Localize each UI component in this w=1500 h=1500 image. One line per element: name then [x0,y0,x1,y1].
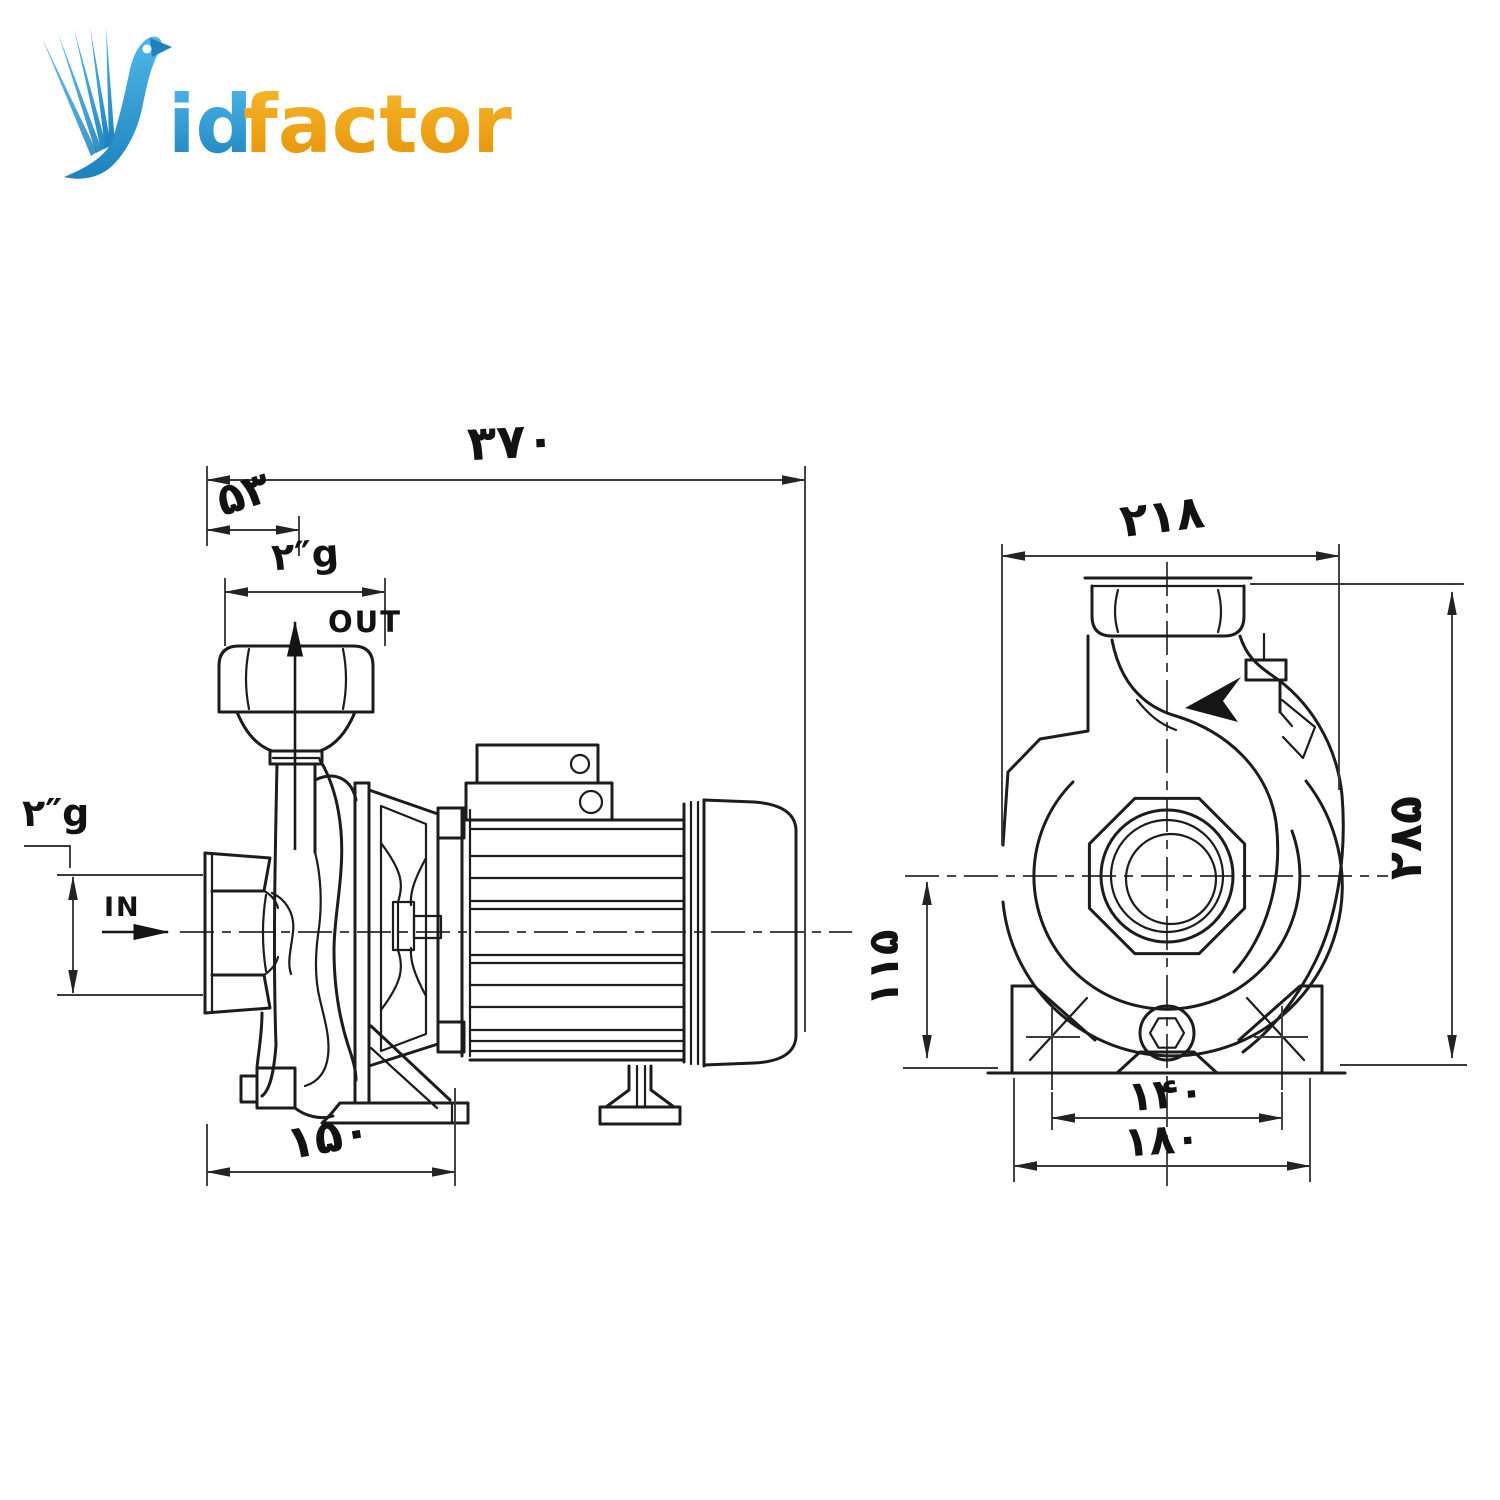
motor-side [460,743,798,1126]
foot-front-right [1237,984,1324,1090]
logo-text-factor: factor [243,78,512,171]
logo: id factor [42,27,512,179]
out-label: OUT [328,605,402,639]
outlet-flow: OUT [286,605,402,850]
motor-fins [468,818,686,1062]
motor-foot-side [598,1064,682,1126]
dim-140-label: ۱۴۰ [1125,1066,1206,1122]
dimension-overall-height: ۲۸۵ [1250,583,1464,1059]
casing-front [1001,779,1344,1058]
terminal-box-hole-lower [578,789,604,815]
terminal-box-lower [464,781,614,822]
motor-collar [682,798,706,1068]
dimension-outlet-thread: ۲″g [224,531,386,646]
bleed-plug [1244,632,1317,760]
terminal-box-upper [475,743,600,785]
terminal-box-hole-upper [569,753,591,775]
pump-casing-side [255,758,358,1120]
motor-bracket-side [353,781,466,1105]
outer-casing-circle [1001,779,1344,1058]
dim-150-label: ۱۵۰ [282,1102,374,1170]
dimension-base-width: ۱۸۰ [1013,1078,1311,1182]
dimension-overall-width: ۲۱۸ [1001,484,1340,845]
casing-foot-side [239,1024,470,1125]
logo-text-id: id [168,78,253,171]
outlet-thread-label: ۲″g [270,531,340,580]
volute-front [1001,634,1345,1054]
foot-front-left [1010,984,1097,1090]
dimension-bolt-spacing: ۱۴۰ [1051,1066,1283,1130]
dimension-overall-length: ۳۷۰ [206,412,806,1032]
inlet-flange-side [203,851,280,1015]
rotation-arrow-icon [1185,677,1241,722]
front-view: ۲۱۸ ۲۸۵ ۱۱۵ ۱۴۰ ۱۸۰ [859,484,1467,1192]
dim-285-label: ۲۸۵ [1378,796,1432,880]
inlet-flow: IN [102,892,170,941]
outlet-port-front [1083,576,1253,638]
mid-casing-circle [1032,780,1302,1011]
dim-115-label: ۱۱۵ [859,930,908,1007]
fan-cover-side [702,798,798,1067]
inlet-thread-label: ۲″g [22,791,89,835]
dimension-axis-height: ۱۱۵ [859,881,932,1059]
logo-bird-icon [42,27,172,179]
drain-plug [1115,1004,1219,1075]
in-label: IN [104,892,141,923]
dim-53-label: ۵۳ [210,462,277,527]
dim-370-label: ۳۷۰ [466,412,557,473]
inlet-hex-front [1087,796,1247,956]
dim-218-label: ۲۱۸ [1117,484,1207,548]
dimension-inlet-thread: ۲″g [22,791,203,996]
dim-180-label: ۱۸۰ [1122,1112,1202,1166]
side-view: ۳۷۰ ۵۳ ۲″g OUT ۲″g I [22,412,852,1186]
